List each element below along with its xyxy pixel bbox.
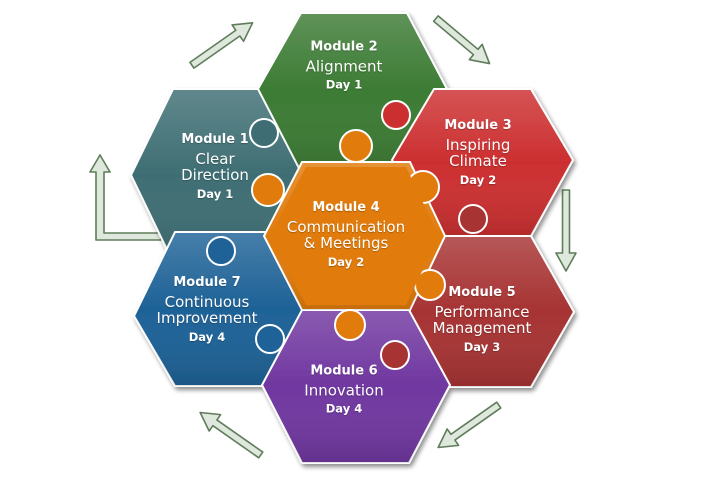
module-4-tab-bottom [334,309,366,341]
module-4-tab-upper-left [251,173,285,207]
module-1-tab-right [249,118,279,148]
module-7-tab-right [255,324,285,354]
cycle-arrow-left [89,154,162,241]
module-3-hexagon [390,88,575,237]
module-4-tab-top [339,129,373,163]
module-7-tab-top [206,236,236,266]
cycle-arrow-top-left [189,21,254,69]
cycle-arrow-top-right [432,15,491,65]
cycle-arrow-bottom-right [437,401,502,449]
cycle-arrows [89,15,577,459]
cycle-arrow-right [555,189,577,272]
module-5-tab-left [380,340,410,370]
module-3-tab-left [381,100,411,130]
cycle-arrow-bottom-left [199,411,264,459]
module-5-tab-top [458,204,488,234]
module-4-body-cover [270,167,439,305]
